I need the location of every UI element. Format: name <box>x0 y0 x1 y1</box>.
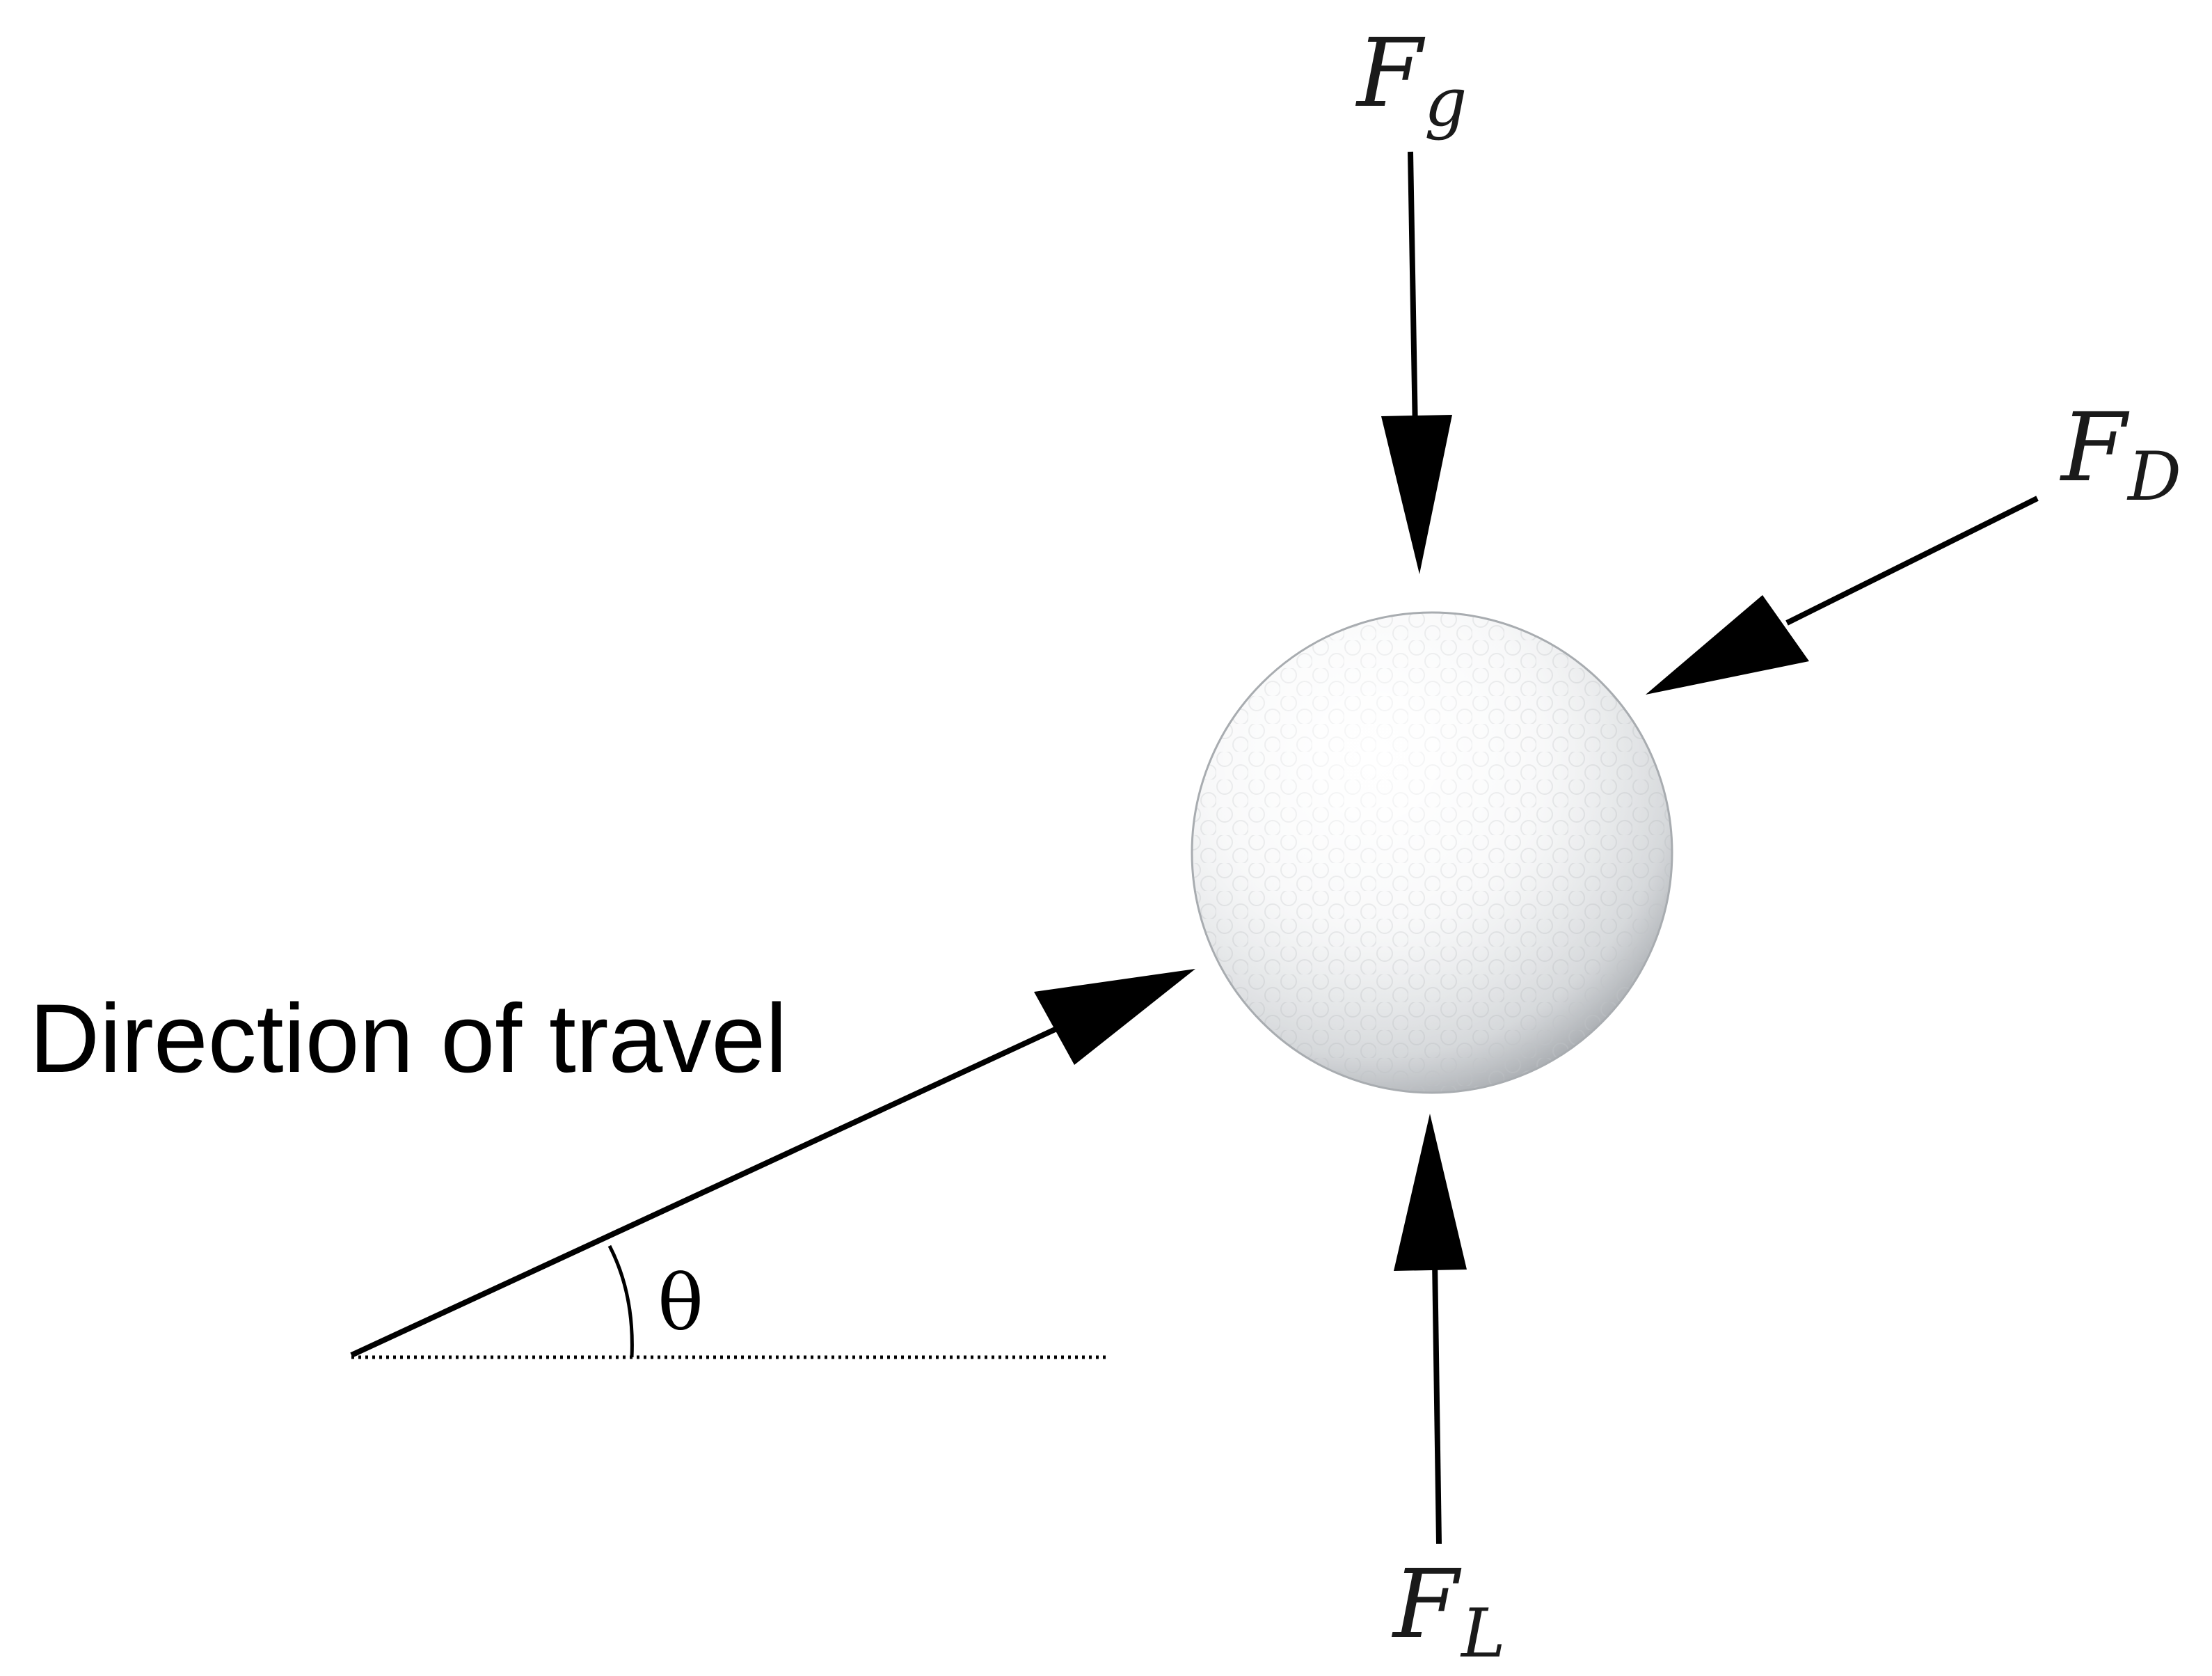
angle-arc <box>607 1244 634 1358</box>
drag-force-label: F D <box>2059 393 2181 516</box>
lift-force-arrow <box>1394 1114 1467 1544</box>
gravity-force-arrow <box>1381 151 1452 574</box>
angle-theta-label: θ <box>658 1258 703 1347</box>
drag-force-arrow <box>1646 496 2039 695</box>
svg-text:F: F <box>1391 1550 1462 1660</box>
lift-force-label: F L <box>1391 1550 1506 1673</box>
svg-text:L: L <box>1460 1595 1506 1673</box>
svg-text:F: F <box>1355 19 1426 129</box>
svg-text:D: D <box>2126 438 2181 516</box>
svg-text:g: g <box>1424 63 1467 141</box>
svg-text:F: F <box>2059 393 2130 503</box>
golf-ball-icon <box>1191 611 1673 1094</box>
gravity-force-label: F g <box>1355 19 1467 141</box>
travel-direction-label: Direction of travel <box>29 983 787 1093</box>
travel-direction-arrow <box>350 969 1195 1358</box>
